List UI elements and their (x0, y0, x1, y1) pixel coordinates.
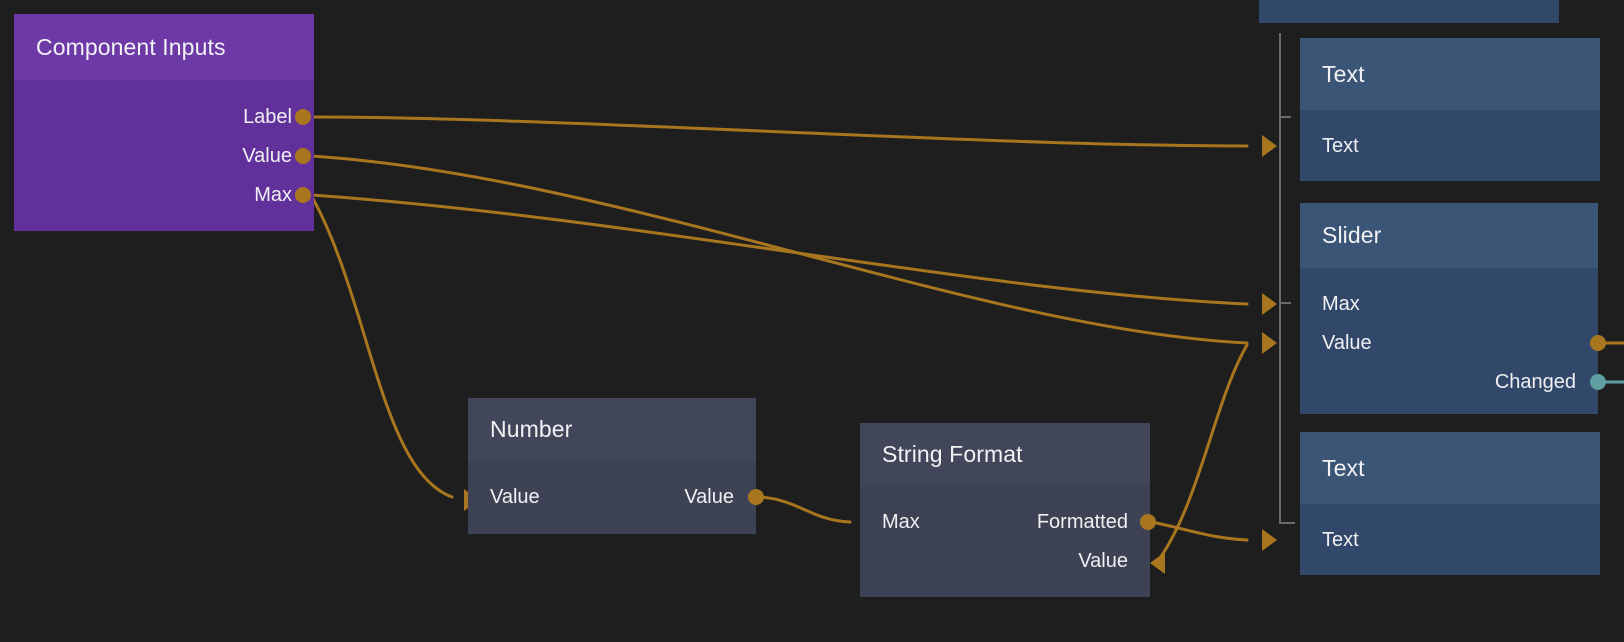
bracket-tick-0 (1279, 116, 1291, 118)
port-dot-component-inputs-label[interactable] (295, 109, 311, 125)
port-input-text-2-text[interactable]: Text (1300, 527, 1600, 553)
port-output-string-format-formatted[interactable]: Formatted (860, 509, 1150, 535)
node-header-component-inputs[interactable]: Component Inputs (14, 14, 314, 80)
port-output-component-inputs-value[interactable]: Value (14, 143, 314, 169)
port-dot-string-format-formatted[interactable] (1140, 514, 1156, 530)
port-label-text-2-text: Text (1322, 529, 1359, 551)
node-header-text-1[interactable]: Text (1300, 38, 1600, 110)
port-label-string-format-value: Value (1078, 550, 1128, 572)
port-input-string-format-value[interactable]: Value (860, 548, 1150, 574)
node-header-text-2[interactable]: Text (1300, 432, 1600, 504)
port-input-string-format-max[interactable]: Max (860, 509, 1150, 535)
port-label-number-value: Value (684, 486, 734, 508)
node-text-top-partial[interactable] (1259, 0, 1559, 23)
port-dot-slider-out0[interactable] (1590, 335, 1606, 351)
node-title-string-format: String Format (882, 440, 1023, 467)
port-dot-slider-changed[interactable] (1590, 374, 1606, 390)
port-input-text-1-text[interactable]: Text (1300, 133, 1600, 159)
port-label-slider-max: Max (1322, 293, 1360, 315)
node-body-text-1: Text (1300, 110, 1600, 181)
port-output-component-inputs-max[interactable]: Max (14, 182, 314, 208)
wire-max-to-slider-max[interactable] (309, 193, 1249, 306)
port-label-slider-changed: Changed (1494, 371, 1576, 393)
node-header-text-top-partial[interactable] (1259, 0, 1559, 23)
port-label-slider-value: Value (1322, 332, 1372, 354)
wire-stringformat-formatted-to-text2[interactable] (1150, 520, 1249, 542)
wire-arrow-max-to-slider-max (1262, 293, 1277, 315)
port-output-component-inputs-label[interactable]: Label (14, 104, 314, 130)
port-input-slider-max[interactable]: Max (1300, 291, 1598, 317)
port-label-component-inputs-label: Label (243, 106, 292, 128)
port-label-string-format-max: Max (882, 511, 920, 533)
node-title-number: Number (490, 415, 573, 442)
node-header-string-format[interactable]: String Format (860, 423, 1150, 485)
port-input-slider-value[interactable]: Value (1300, 330, 1598, 356)
node-title-text-2: Text (1322, 454, 1365, 481)
node-body-text-2: Text (1300, 504, 1600, 575)
node-title-component-inputs: Component Inputs (36, 33, 226, 60)
wire-label-to-text1[interactable] (309, 115, 1249, 148)
port-input-number-value[interactable]: Value (468, 484, 756, 510)
node-title-slider: Slider (1322, 222, 1382, 248)
port-label-component-inputs-max: Max (254, 184, 292, 206)
port-output-number-value[interactable]: Value (468, 484, 756, 510)
node-header-slider[interactable]: Slider (1300, 203, 1598, 268)
wire-arrow-value-to-slider-value (1262, 332, 1277, 354)
port-label-component-inputs-value: Value (242, 145, 292, 167)
bracket-vertical-line (1279, 33, 1281, 522)
wire-slider-value-to-stringformat-value[interactable] (1158, 343, 1249, 560)
bracket-tick-2 (1279, 522, 1295, 524)
port-label-number-value: Value (490, 486, 540, 508)
node-title-text-1: Text (1322, 60, 1365, 87)
wire-max-to-number-value[interactable] (309, 193, 454, 499)
wire-arrow-label-to-text1 (1262, 135, 1277, 157)
port-dot-component-inputs-max[interactable] (295, 187, 311, 203)
node-body-number: Value Value (468, 460, 756, 534)
port-label-text-1-text: Text (1322, 135, 1359, 157)
bracket-tick-1 (1279, 302, 1291, 304)
wire-value-to-slider-value[interactable] (309, 154, 1249, 345)
wire-number-value-to-stringformat-max[interactable] (758, 495, 852, 524)
wire-arrow-stringformat-formatted-to-text2 (1262, 529, 1277, 551)
port-dot-number-value[interactable] (748, 489, 764, 505)
node-header-number[interactable]: Number (468, 398, 756, 460)
port-label-string-format-formatted: Formatted (1036, 511, 1128, 533)
port-dot-component-inputs-value[interactable] (295, 148, 311, 164)
wire-arrow-slider-value-to-stringformat-value (1150, 552, 1165, 574)
port-output-slider-changed[interactable]: Changed (1300, 369, 1598, 395)
